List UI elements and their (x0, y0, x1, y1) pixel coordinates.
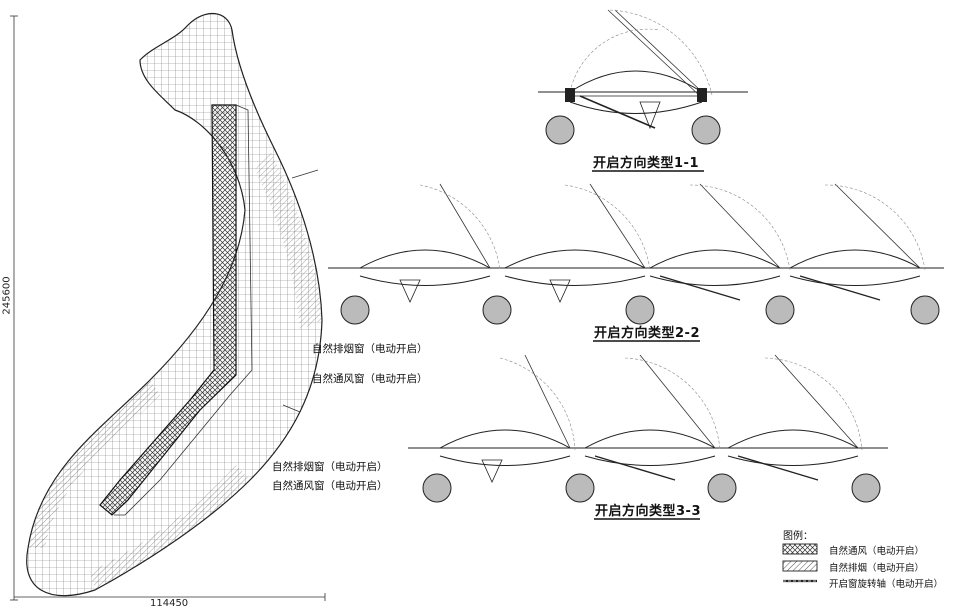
legend-swatch-smoke (782, 560, 818, 572)
caption-type-3: 开启方向类型3-3 (595, 504, 701, 519)
width-dimension-label: 114450 (150, 598, 189, 609)
roof-plan (10, 12, 326, 601)
legend-title: 图例： (783, 531, 813, 542)
callout-vent-upper: 自然通风窗（电动开启） (312, 373, 428, 385)
legend (782, 543, 818, 583)
legend-label-axis: 开启窗旋转轴（电动开启） (829, 579, 944, 590)
module-3c (707, 354, 881, 503)
legend-label-smoke: 自然排烟（电动开启） (829, 563, 925, 574)
callout-smoke-upper: 自然排烟窗（电动开启） (312, 343, 428, 355)
module-2d (765, 183, 940, 325)
module-3b (565, 354, 721, 503)
height-dimension-label: 245600 (1, 276, 13, 315)
callout-vent-lower: 自然通风窗（电动开启） (272, 480, 388, 492)
caption-type-2: 开启方向类型2-2 (594, 326, 700, 341)
section-type-3 (408, 354, 888, 503)
module-2b (482, 183, 651, 325)
module-2a (340, 183, 501, 325)
legend-label-ventilation: 自然通风（电动开启） (829, 546, 925, 557)
section-type-1 (538, 9, 748, 145)
section-type-2 (328, 183, 944, 325)
module-2c (625, 183, 791, 325)
legend-swatch-ventilation (782, 543, 818, 555)
callout-smoke-lower: 自然排烟窗（电动开启） (272, 461, 388, 473)
vent-strip (99, 104, 253, 516)
module-3a (422, 354, 576, 503)
caption-type-1: 开启方向类型1-1 (593, 156, 699, 171)
